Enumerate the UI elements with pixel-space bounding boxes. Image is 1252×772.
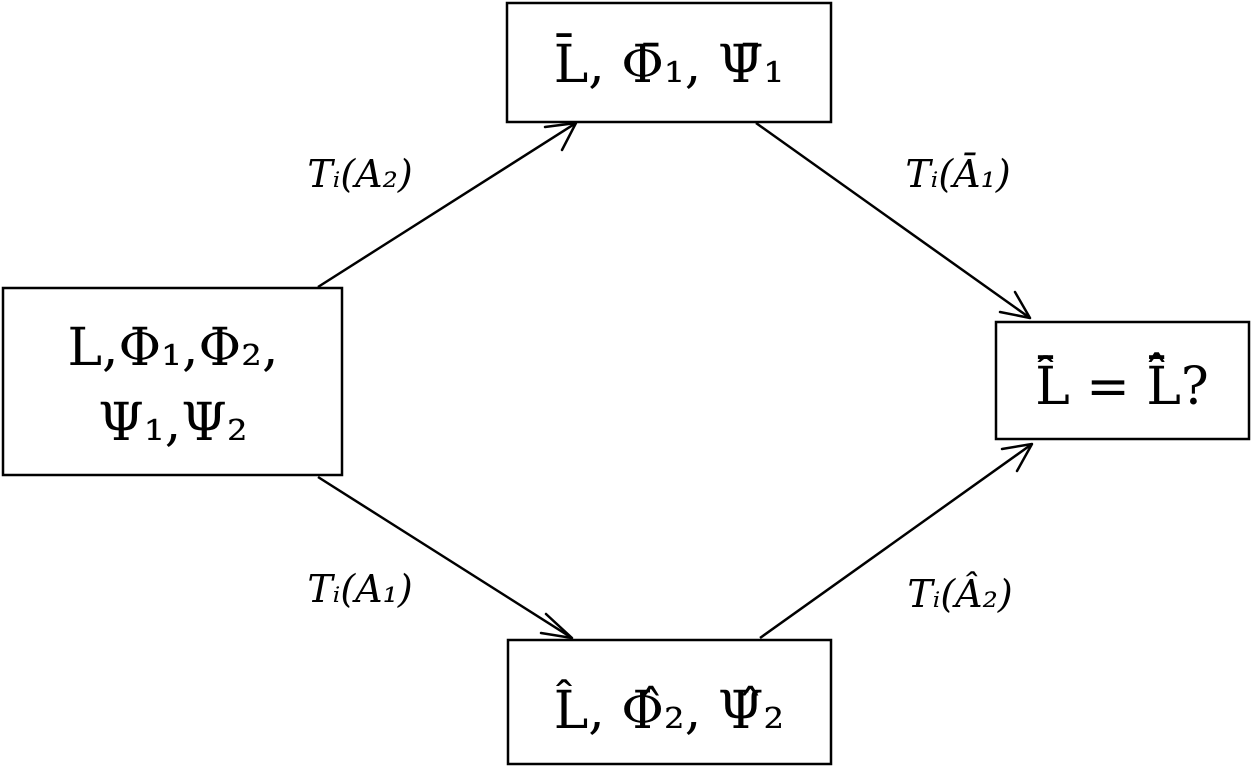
arrowhead-icon (539, 612, 574, 640)
node-top-label: L̄, Φ̄₁, Ψ̄₁ (554, 34, 785, 95)
edge-line (755, 121, 1031, 320)
edge-start-to-bottom (317, 475, 574, 640)
node-top: L̄, Φ̄₁, Ψ̄₁ (505, 1, 833, 124)
edge-label-bottom-to-result: Tᵢ(Â₂) (907, 572, 1012, 616)
node-box (505, 1, 833, 124)
edge-label-start-to-bottom: Tᵢ(A₁) (307, 567, 412, 611)
edge-label-start-to-top: Tᵢ(A₂) (307, 152, 412, 196)
node-result: L̂̄ = L̄̂? (994, 320, 1251, 441)
edge-bottom-to-result (759, 442, 1034, 640)
edge-line (759, 442, 1033, 640)
node-bottom-label: L̂, Φ̂₂, Ψ̂₂ (554, 680, 785, 741)
edge-top-to-result (755, 121, 1032, 320)
node-start-line2: Ψ₁,Ψ₂ (98, 393, 247, 453)
node-start-line1: L,Φ₁,Φ₂, (67, 318, 278, 378)
node-start: L,Φ₁,Φ₂, Ψ₁,Ψ₂ (1, 286, 344, 477)
node-box (994, 320, 1251, 441)
node-bottom: L̂, Φ̂₂, Ψ̂₂ (506, 638, 833, 766)
node-box (506, 638, 833, 766)
arrowhead-icon (998, 290, 1032, 320)
edge-line (317, 121, 577, 289)
arrowhead-icon (1000, 442, 1034, 473)
edge-label-top-to-result: Tᵢ(Ā₁) (905, 152, 1010, 196)
node-box (1, 286, 344, 477)
edge-line (317, 475, 573, 640)
node-result-label: L̂̄ = L̄̂? (1035, 353, 1209, 417)
edge-start-to-top (317, 121, 578, 289)
